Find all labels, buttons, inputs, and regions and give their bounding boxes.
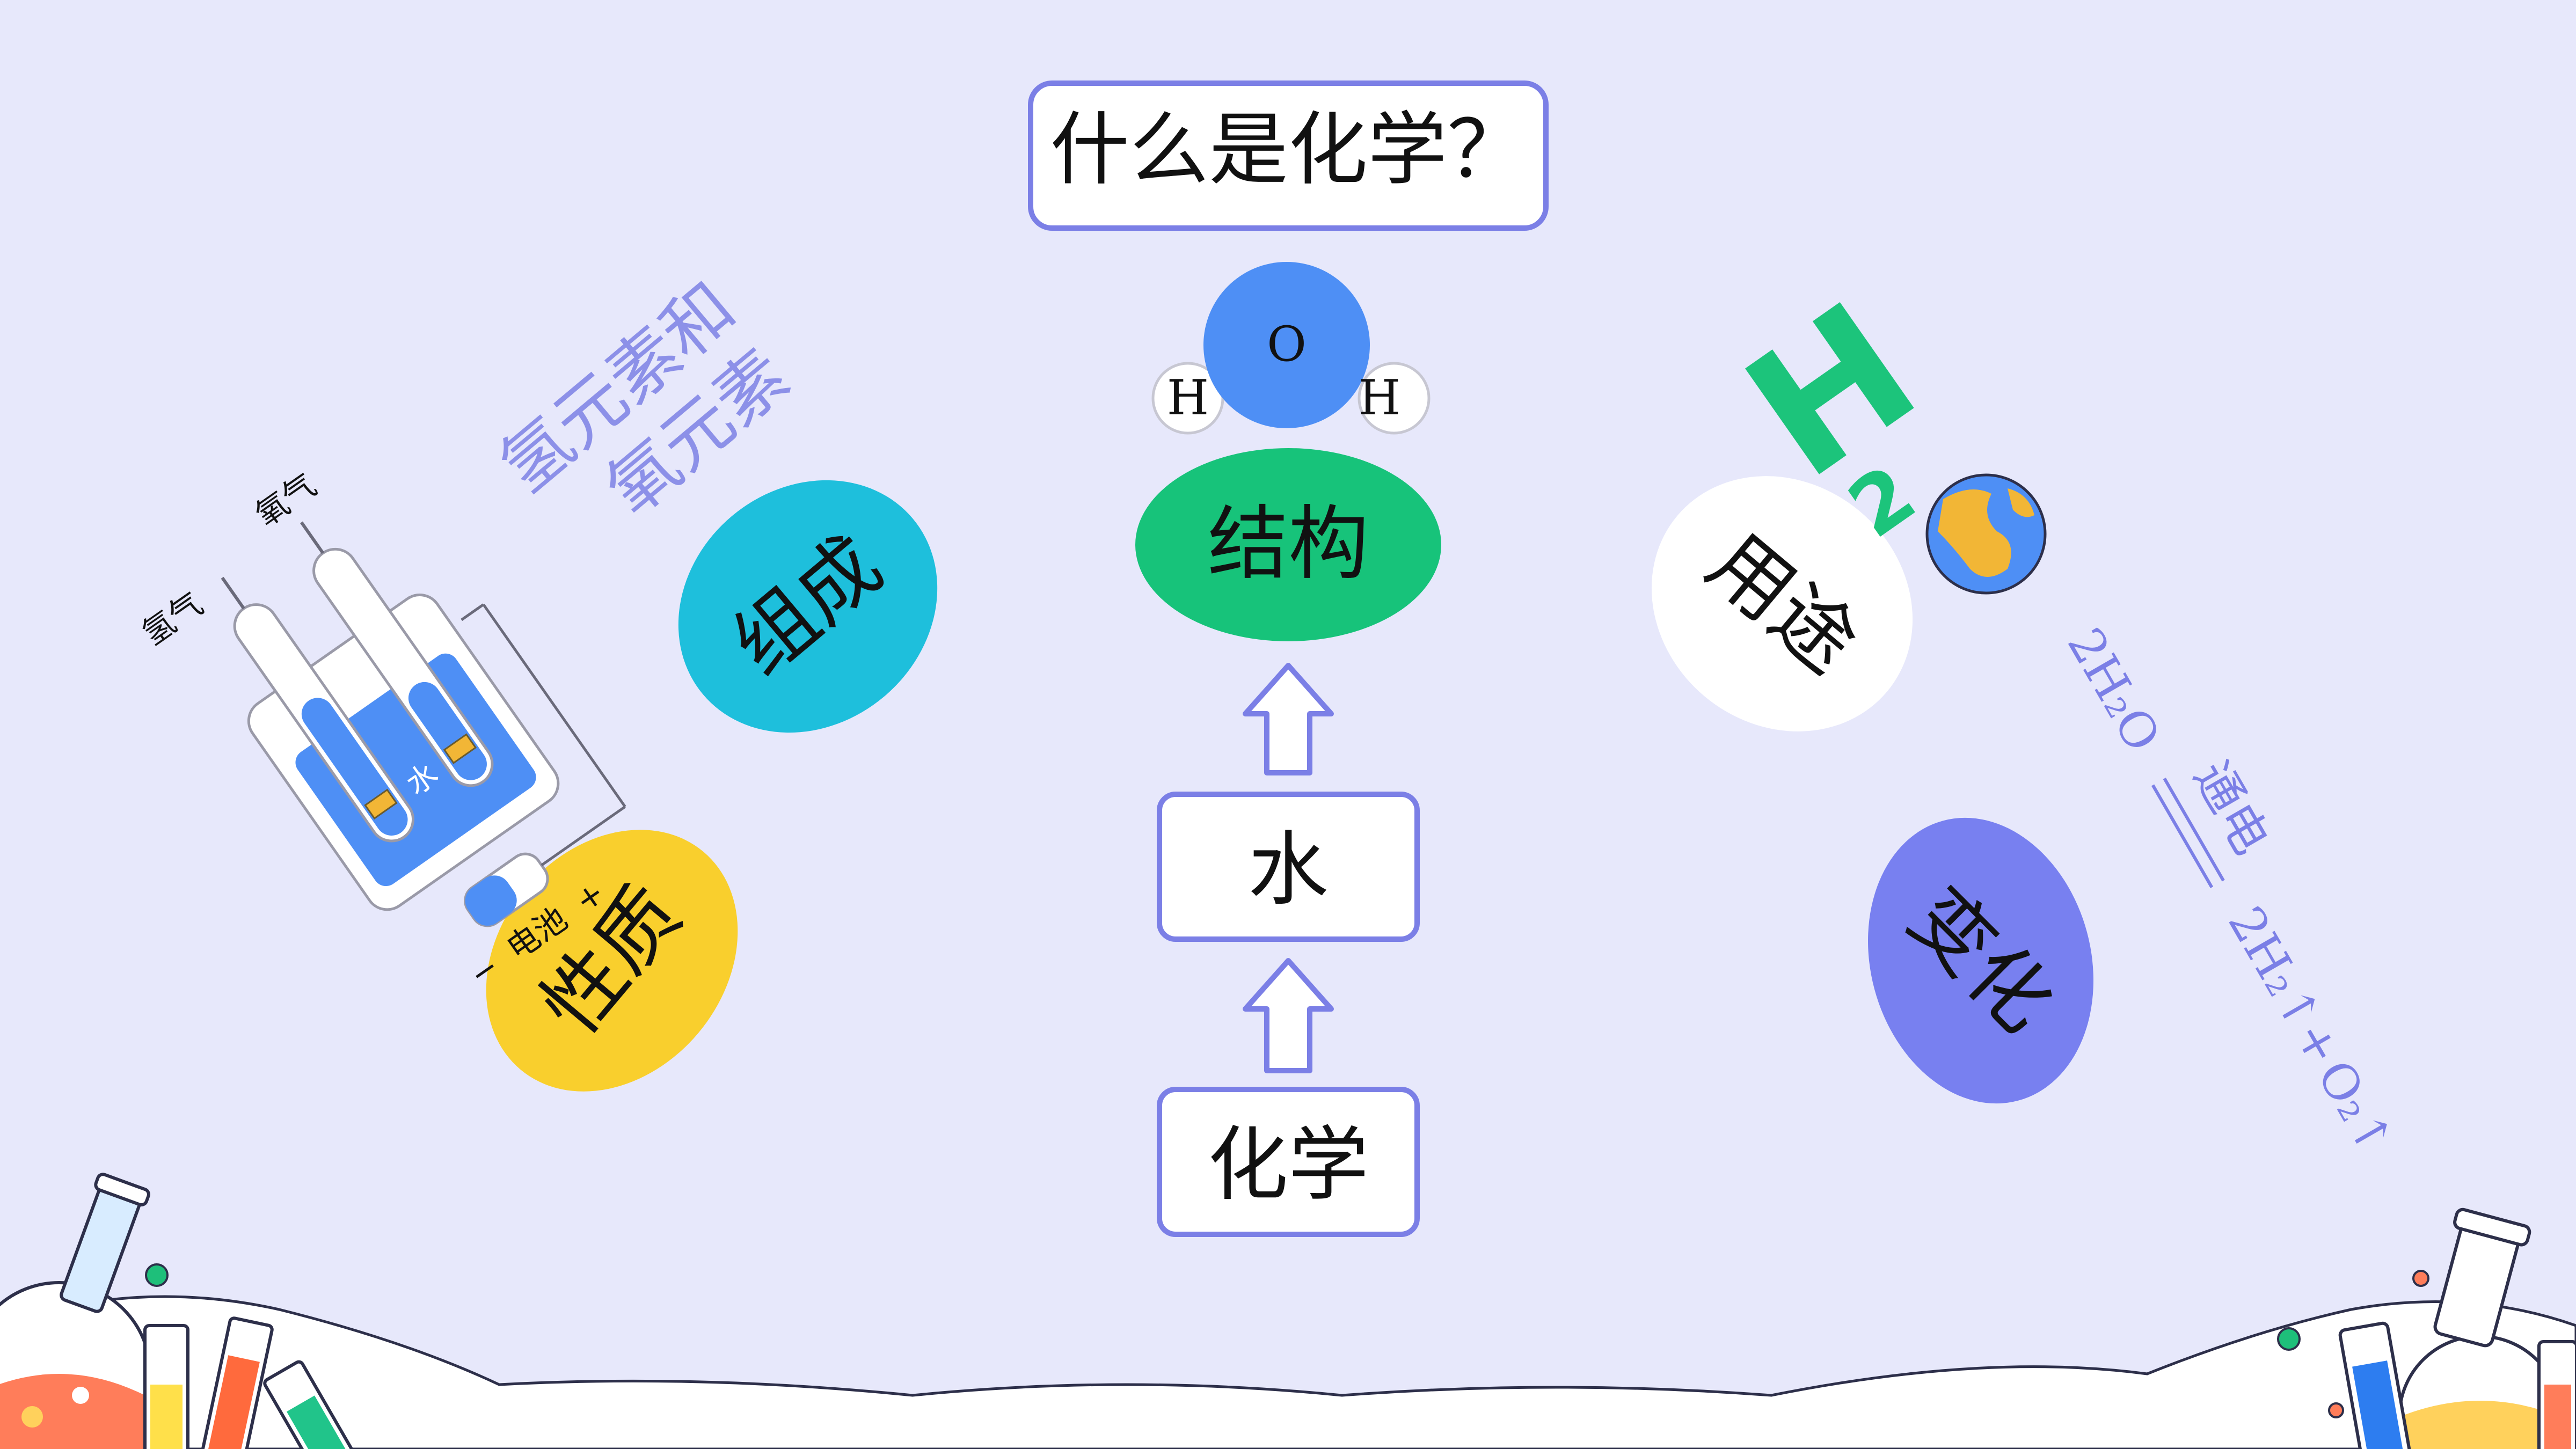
property-node: 性质 — [486, 830, 738, 1092]
ground-decoration — [0, 1295, 2576, 1449]
left-glassware-icon — [0, 1173, 360, 1449]
apparatus-oxygen-label: 氧气 — [249, 466, 323, 534]
chemistry-box: 化学 — [1157, 1087, 1420, 1237]
equation-reactant: 2H₂O — [2056, 619, 2171, 761]
usage-node: 用途 — [1651, 476, 1913, 731]
equation-product2: O₂↑ — [2306, 1051, 2405, 1166]
chemistry-label: 化学 — [1208, 1118, 1369, 1212]
equation-double-line — [2151, 784, 2214, 888]
earth-globe-icon — [1925, 473, 2047, 595]
hydrogen-right-label: H — [1359, 370, 1401, 426]
title-box: 什么是化学？ — [1028, 80, 1549, 231]
water-box: 水 — [1157, 792, 1420, 942]
change-node: 变化 — [1868, 817, 2093, 1104]
hydrogen-left-label: H — [1167, 370, 1209, 426]
equation-double-line — [2163, 777, 2225, 882]
page-title: 什么是化学？ — [1050, 104, 1527, 196]
electrolysis-equation: 2H₂O 通电 2H₂↑ + O₂↑ — [2056, 619, 2405, 1166]
water-molecule-icon: O H H — [1151, 262, 1431, 435]
up-arrow-icon — [1243, 958, 1334, 1073]
oxygen-atom-label: O — [1267, 316, 1307, 372]
water-label: 水 — [1248, 823, 1329, 917]
equation-condition: 通电 — [2183, 752, 2280, 863]
structure-label: 结构 — [1208, 497, 1369, 591]
up-arrow-icon — [1243, 663, 1334, 775]
right-glassware-icon — [2277, 1208, 2576, 1449]
equation-product1: 2H₂↑ — [2217, 897, 2332, 1041]
composition-node: 组成 — [678, 480, 938, 733]
apparatus-hydrogen-label: 氢气 — [135, 585, 209, 653]
structure-node: 结构 — [1135, 448, 1441, 641]
